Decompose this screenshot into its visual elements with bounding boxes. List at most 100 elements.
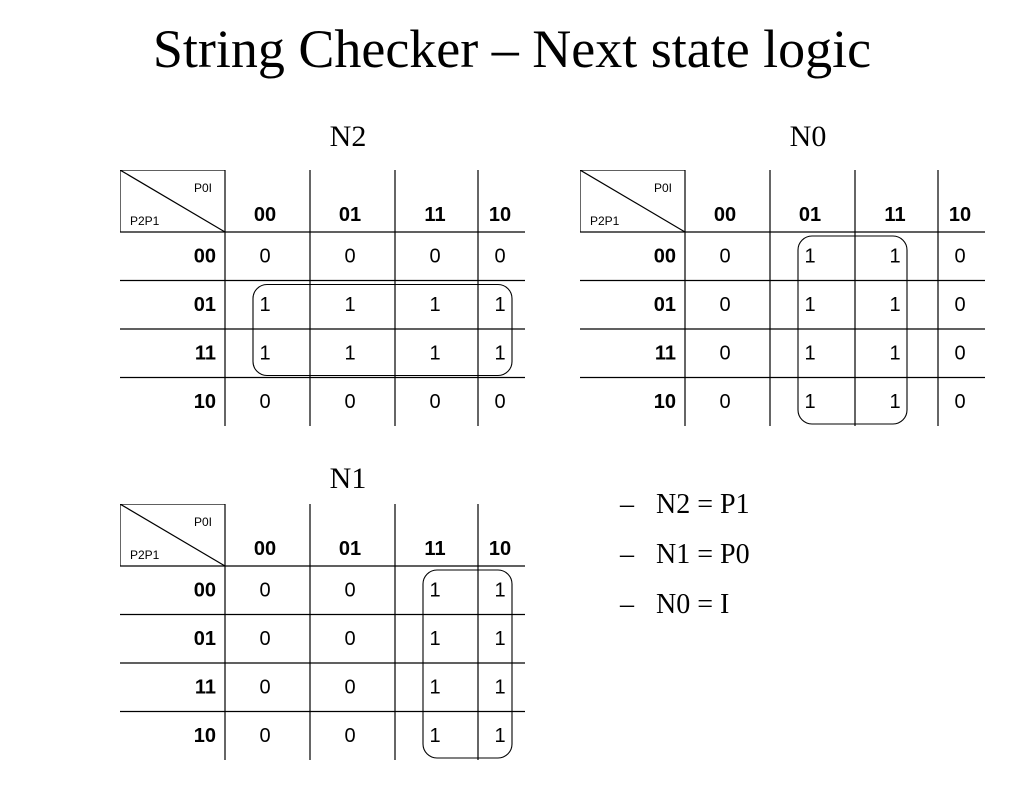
cell-value: 0 (954, 342, 965, 364)
cell-value: 1 (429, 676, 440, 698)
column-header-11: 11 (424, 538, 445, 560)
cell-value: 0 (429, 245, 440, 267)
column-header-10: 10 (489, 204, 511, 226)
cell-value: 1 (429, 579, 440, 601)
bullet-dash: – (620, 489, 634, 520)
cell-value: 1 (804, 294, 815, 316)
cell-value: 0 (344, 628, 355, 650)
row-header-11: 11 (195, 342, 216, 364)
cell-value: 1 (804, 245, 815, 267)
cell-value: 1 (429, 294, 440, 316)
row-header-01: 01 (654, 294, 676, 316)
row-header-10: 10 (654, 391, 676, 413)
cell-value: 1 (889, 294, 900, 316)
cell-value: 1 (889, 245, 900, 267)
row-header-11: 11 (655, 342, 676, 364)
row-header-00: 00 (194, 245, 216, 267)
cell-value: 0 (494, 391, 505, 413)
cell-value: 1 (494, 628, 505, 650)
column-header-10: 10 (949, 204, 971, 226)
equation-text: N2 = P1 (656, 489, 750, 520)
cell-value: 0 (259, 725, 270, 747)
cell-value: 0 (954, 391, 965, 413)
cell-value: 0 (259, 676, 270, 698)
column-header-11: 11 (424, 204, 445, 226)
cell-value: 0 (719, 294, 730, 316)
cell-value: 1 (429, 342, 440, 364)
cell-value: 0 (494, 245, 505, 267)
kmap-title: N1 (329, 462, 367, 495)
cell-value: 1 (344, 294, 355, 316)
cell-value: 0 (344, 725, 355, 747)
row-header-10: 10 (194, 725, 216, 747)
column-header-00: 00 (254, 538, 276, 560)
corner-diagonal (580, 170, 686, 233)
cell-value: 0 (344, 391, 355, 413)
cell-value: 1 (344, 342, 355, 364)
corner-label-column-vars: P0I (194, 515, 212, 529)
group-loop (252, 283, 513, 377)
kmap-title: N0 (789, 120, 827, 153)
row-header-10: 10 (194, 391, 216, 413)
cell-value: 0 (429, 391, 440, 413)
cell-value: 1 (259, 342, 270, 364)
column-header-01: 01 (339, 538, 361, 560)
column-header-01: 01 (339, 204, 361, 226)
cell-value: 1 (494, 579, 505, 601)
cell-value: 0 (344, 579, 355, 601)
corner-diagonal (120, 504, 226, 567)
cell-value: 0 (719, 245, 730, 267)
equation-item: –N1 = P0 (620, 535, 750, 585)
row-header-11: 11 (195, 676, 216, 698)
column-header-00: 00 (254, 204, 276, 226)
cell-value: 0 (259, 628, 270, 650)
equation-item: –N2 = P1 (620, 485, 750, 535)
cell-value: 1 (804, 391, 815, 413)
corner-diagonal (120, 170, 226, 233)
cell-value: 1 (804, 342, 815, 364)
cell-value: 1 (889, 391, 900, 413)
cell-value: 1 (429, 725, 440, 747)
bullet-dash: – (620, 539, 634, 570)
equation-item: –N0 = I (620, 585, 750, 635)
cell-value: 0 (259, 391, 270, 413)
column-header-01: 01 (799, 204, 821, 226)
corner-label-row-vars: P2P1 (130, 548, 160, 562)
group-loop (797, 235, 908, 425)
group-loop (422, 569, 513, 759)
cell-value: 1 (889, 342, 900, 364)
kmap-title: N2 (329, 120, 367, 153)
equation-text: N1 = P0 (656, 539, 750, 570)
corner-label-column-vars: P0I (194, 181, 212, 195)
row-header-01: 01 (194, 628, 216, 650)
cell-value: 0 (259, 245, 270, 267)
page-title: String Checker – Next state logic (152, 19, 872, 79)
cell-value: 0 (954, 294, 965, 316)
equation-text: N0 = I (656, 589, 730, 620)
cell-value: 0 (344, 676, 355, 698)
cell-value: 1 (494, 725, 505, 747)
cell-value: 0 (259, 579, 270, 601)
cell-value: 1 (429, 628, 440, 650)
column-header-10: 10 (489, 538, 511, 560)
cell-value: 0 (719, 391, 730, 413)
bullet-dash: – (620, 589, 634, 620)
cell-value: 1 (494, 676, 505, 698)
cell-value: 1 (259, 294, 270, 316)
cell-value: 1 (494, 294, 505, 316)
row-header-00: 00 (194, 579, 216, 601)
corner-label-column-vars: P0I (654, 181, 672, 195)
row-header-01: 01 (194, 294, 216, 316)
column-header-00: 00 (714, 204, 736, 226)
cell-value: 0 (344, 245, 355, 267)
equation-list: –N2 = P1 –N1 = P0 –N0 = I (620, 485, 750, 635)
cell-value: 0 (719, 342, 730, 364)
column-header-11: 11 (884, 204, 905, 226)
corner-label-row-vars: P2P1 (130, 214, 160, 228)
cell-value: 0 (954, 245, 965, 267)
row-header-00: 00 (654, 245, 676, 267)
corner-label-row-vars: P2P1 (590, 214, 620, 228)
